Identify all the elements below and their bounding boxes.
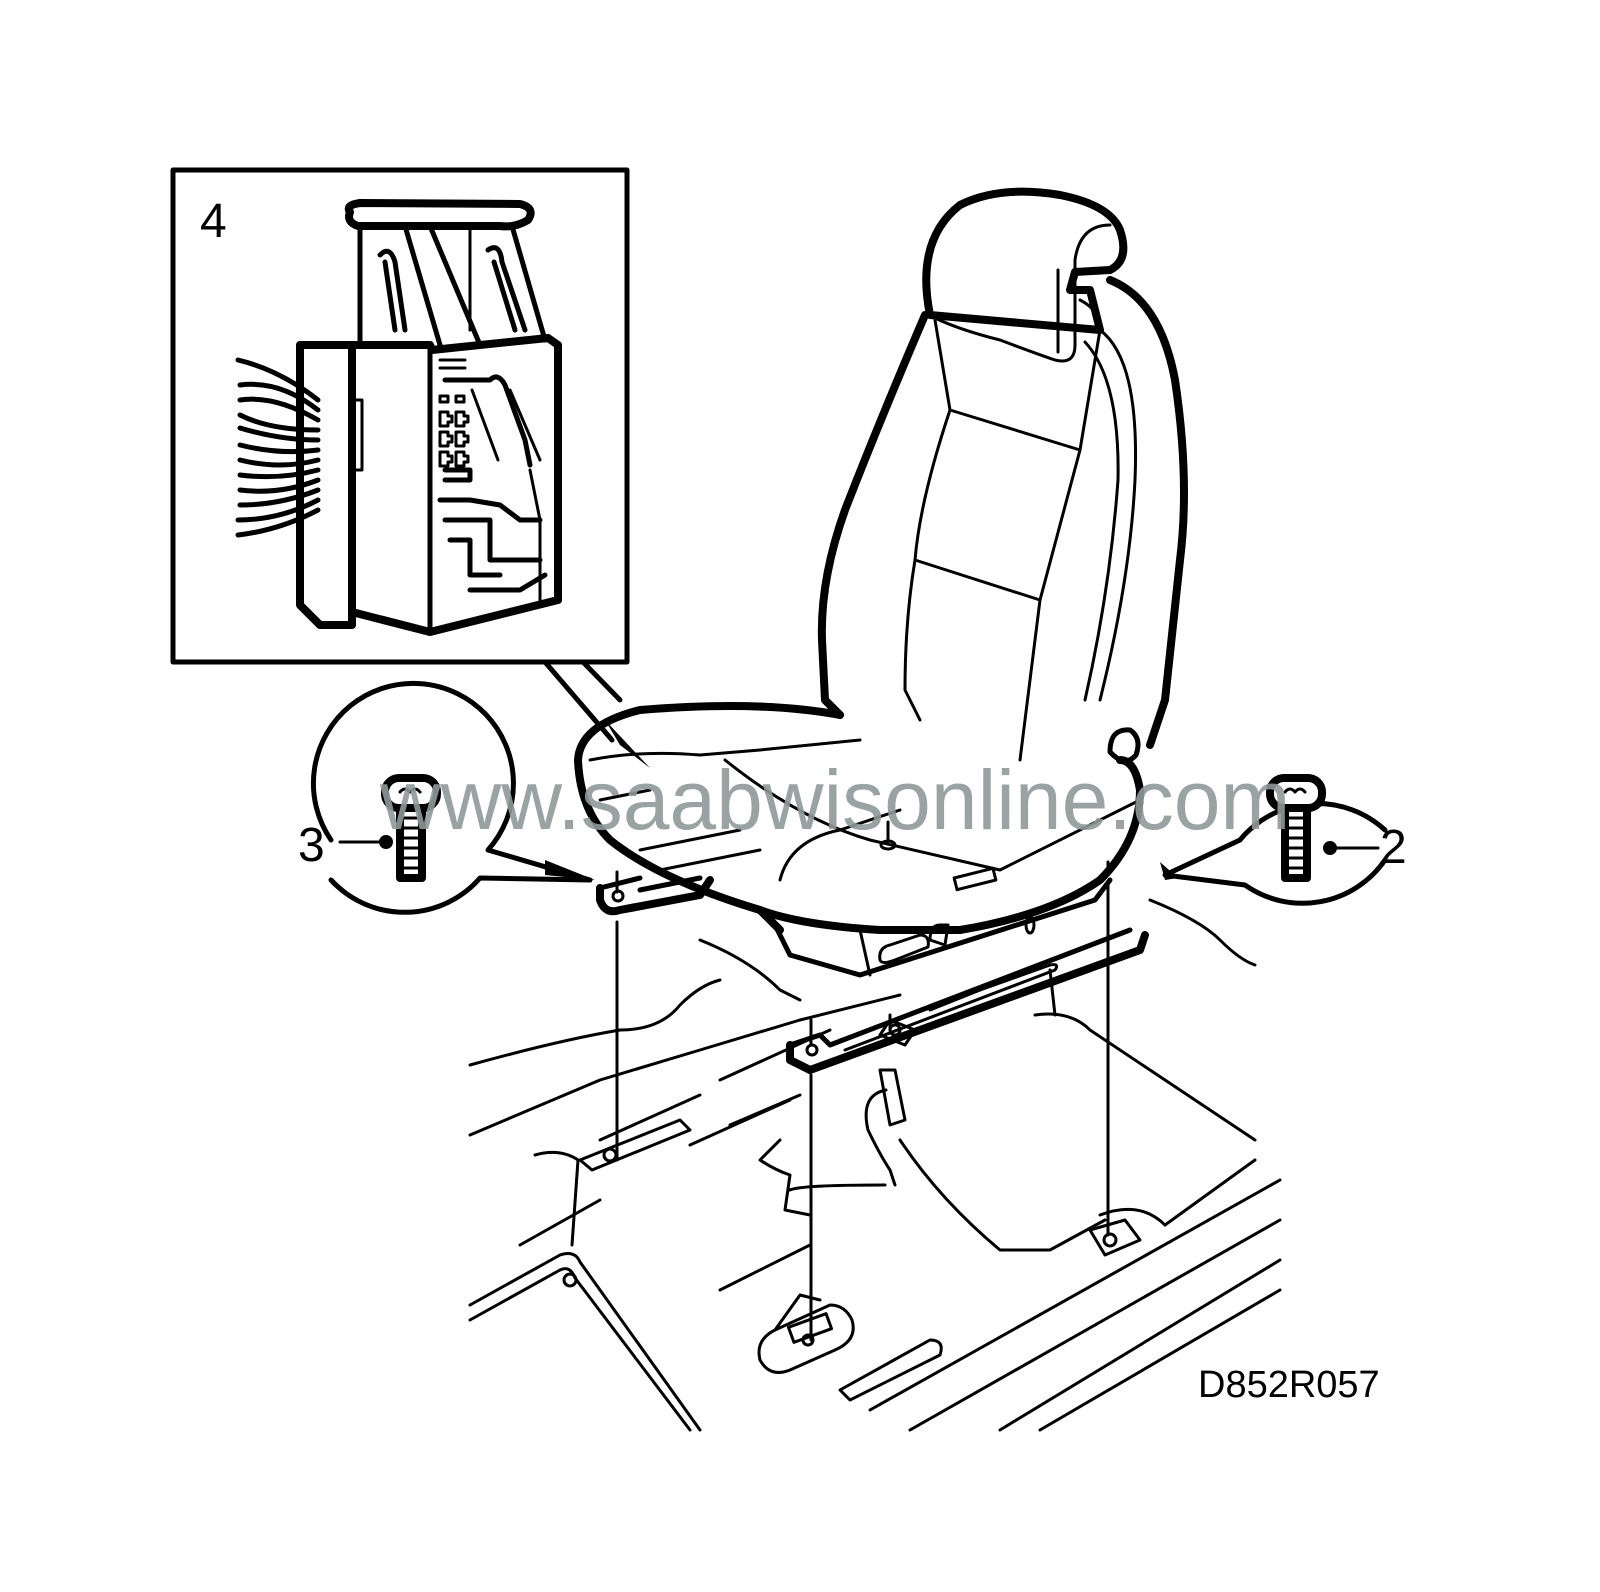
callout-2-bubble <box>1160 774 1388 906</box>
callout-label-3: 3 <box>298 819 325 872</box>
alignment-lines <box>615 860 1110 1342</box>
torx-screw-icon <box>1266 774 1326 882</box>
callout-3-bubble <box>310 680 595 915</box>
floor-panel <box>468 898 1282 1432</box>
torx-screw-icon <box>381 774 441 882</box>
figure-code: D852R057 <box>1198 1364 1380 1406</box>
seat-cushion <box>574 702 1144 978</box>
callout-label-2: 2 <box>1380 821 1407 874</box>
callout-label-4: 4 <box>200 195 227 248</box>
seat-back <box>817 187 1188 762</box>
electrical-connector-icon <box>235 199 562 636</box>
connector-inset <box>170 167 650 768</box>
